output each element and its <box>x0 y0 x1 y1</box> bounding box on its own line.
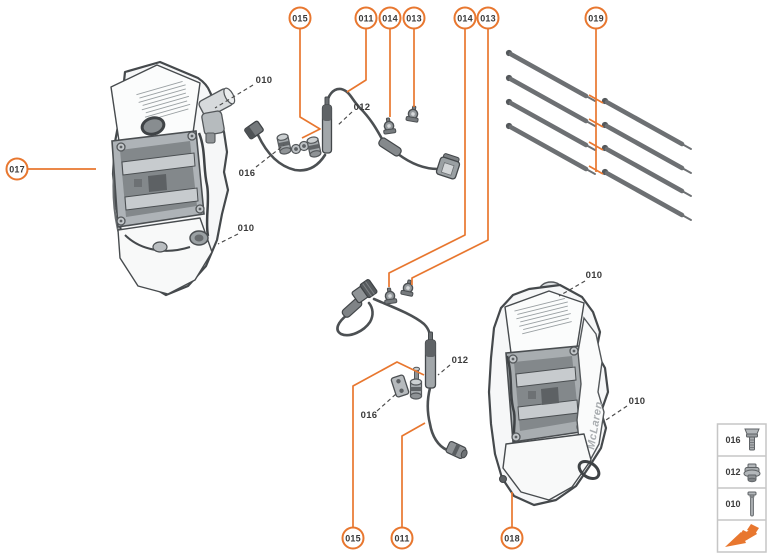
leader-014-b <box>388 29 466 287</box>
wear-sensor-body <box>321 96 333 154</box>
cable-clip-014 <box>381 116 397 135</box>
sensor-probe-head <box>244 120 264 140</box>
right-caliper-pad-plate <box>504 290 585 354</box>
callout-label: 015 <box>292 13 308 23</box>
retaining-pin <box>506 123 595 174</box>
sensor-cable <box>325 87 384 141</box>
legend-code: 016 <box>725 435 740 445</box>
left-caliper-bottom-lobe <box>117 217 213 295</box>
retaining-pin <box>602 98 691 149</box>
part-label-016-upper: 016 <box>239 168 256 179</box>
sensor-end-plug <box>445 440 468 460</box>
legend-row-010: 010 <box>725 491 757 517</box>
callout-label: 013 <box>406 13 422 23</box>
cable-clip-013 <box>405 104 421 124</box>
retaining-pin <box>506 75 595 126</box>
leader-011-top <box>346 29 367 93</box>
leader-015-top <box>299 29 321 139</box>
right-caliper-pad-carrier <box>505 345 588 443</box>
flange-nut-icon <box>743 463 761 483</box>
wear-sensor-body <box>424 331 437 389</box>
callouts: 015 011 014 013 014 013 019 017 <box>5 6 608 550</box>
cable-clip-013 <box>399 278 417 298</box>
legend-row-016: 016 <box>725 428 760 451</box>
callout-label: 013 <box>480 13 496 23</box>
leader-015-bottom <box>352 361 425 527</box>
callout-leader-lines <box>28 29 604 527</box>
callout-label: 011 <box>358 13 373 23</box>
cable-clip-014 <box>382 286 398 305</box>
retaining-pin <box>602 145 691 196</box>
sensor-cable <box>372 297 432 343</box>
callout-013-top-2[interactable]: 013 <box>476 6 500 30</box>
callout-015-bottom[interactable]: 015 <box>341 526 365 550</box>
lower-wear-sensor-assembly <box>336 278 468 460</box>
cable-ferrule <box>378 137 402 157</box>
legend-code: 010 <box>725 499 740 509</box>
part-label-010-right-side: 010 <box>629 396 646 407</box>
callout-011-top[interactable]: 011 <box>354 6 378 30</box>
sensor-cable <box>426 386 449 452</box>
callout-014-top-2[interactable]: 014 <box>453 6 477 30</box>
callout-015-top[interactable]: 015 <box>288 6 312 30</box>
retaining-pin <box>602 169 691 220</box>
part-label-012-lower: 012 <box>452 355 469 366</box>
part-label-010-right-top: 010 <box>586 270 603 281</box>
legend-row-012: 012 <box>725 463 761 483</box>
upper-wear-sensor-assembly <box>244 87 461 180</box>
retaining-pin <box>506 99 595 150</box>
callout-label: 014 <box>457 13 473 23</box>
left-caliper-seal-ring <box>140 116 166 136</box>
left-caliper-inlet-fitting <box>198 87 236 144</box>
callout-label: 014 <box>382 13 398 23</box>
pad-retainer-spring <box>197 132 210 237</box>
callout-label: 011 <box>394 533 409 543</box>
callout-019[interactable]: 019 <box>584 6 608 30</box>
retaining-pin <box>506 50 595 101</box>
leader-019 <box>588 29 604 175</box>
right-caliper-bottom-lobe <box>499 433 601 501</box>
legend-code: 012 <box>725 467 740 477</box>
leader-011-bottom <box>401 422 426 527</box>
sensor-cable <box>396 152 440 171</box>
callout-label: 017 <box>9 164 25 174</box>
right-caliper-outer-rim: McLaren <box>576 316 605 466</box>
callout-label: 018 <box>504 533 520 543</box>
hex-bolt-icon <box>744 428 760 451</box>
part-label-010-upper-left: 010 <box>256 75 273 86</box>
pin-bolt-icon <box>747 491 757 517</box>
pad-retaining-pins <box>506 50 691 220</box>
right-brake-caliper: McLaren <box>487 281 610 507</box>
part-label-012-upper: 012 <box>354 102 371 113</box>
callout-label: 015 <box>345 533 361 543</box>
hose-bracket-loop <box>577 459 601 481</box>
left-caliper-pad-plate <box>110 64 201 142</box>
leader-013-b <box>411 29 489 285</box>
callout-label: 019 <box>588 13 604 23</box>
part-labels: 010 012 016 010 010 010 012 016 <box>214 75 646 421</box>
retaining-pin <box>602 122 691 173</box>
callout-017[interactable]: 017 <box>5 157 29 181</box>
left-brake-caliper <box>110 60 236 297</box>
legend-row-direction <box>725 524 759 547</box>
callout-011-bottom[interactable]: 011 <box>390 526 414 550</box>
part-label-010-lower-left: 010 <box>238 223 255 234</box>
ramp-arrow-icon <box>725 524 759 547</box>
callout-013-top-1[interactable]: 013 <box>402 6 426 30</box>
mounting-bracket-grommet-lower <box>390 366 423 400</box>
carrier-bolts <box>116 131 205 226</box>
sensor-probe-head <box>351 279 378 304</box>
sensor-cable <box>336 301 374 337</box>
bleed-screw <box>499 475 507 483</box>
callout-018[interactable]: 018 <box>500 526 524 550</box>
pad-fine-print <box>514 298 572 335</box>
left-caliper-pad-carrier <box>111 130 210 237</box>
callout-014-top-1[interactable]: 014 <box>378 6 402 30</box>
sensor-cable <box>256 133 327 172</box>
mounting-grommets-upper <box>275 132 323 159</box>
legend-panel: 016 012 010 <box>716 423 767 553</box>
part-label-016-lower: 016 <box>361 410 378 421</box>
sensor-connector-plug <box>435 153 461 180</box>
